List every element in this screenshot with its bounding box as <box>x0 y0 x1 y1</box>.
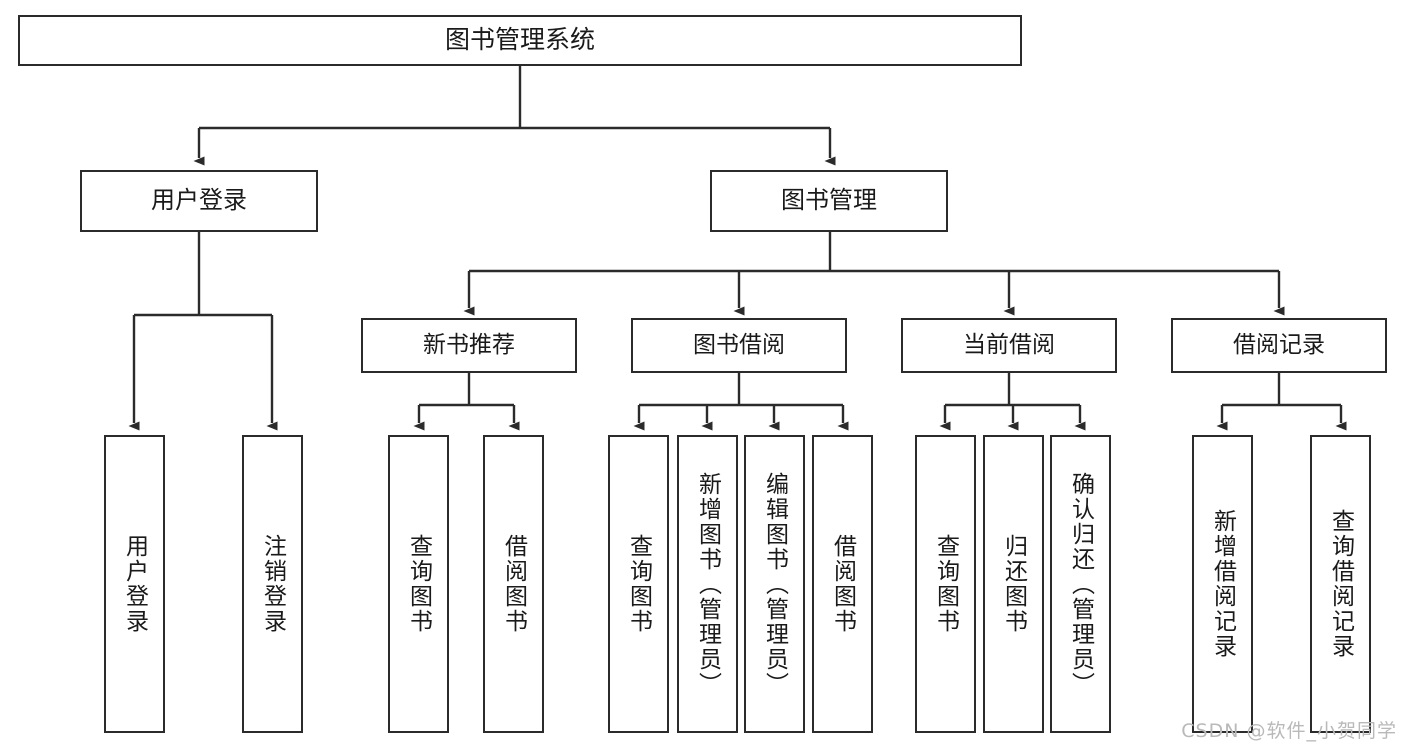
node-current-borrow-label: 当前借阅 <box>963 332 1055 359</box>
node-borrow-record[interactable]: 借阅记录 <box>1171 318 1387 373</box>
node-root-label: 图书管理系统 <box>444 25 595 55</box>
node-leaf-add-book-label: 新增图书（管理员） <box>694 471 721 697</box>
node-leaf-logout-login-label: 注销登录 <box>259 534 286 634</box>
node-leaf-user-login[interactable]: 用户登录 <box>104 435 165 733</box>
node-leaf-borrow-book-1[interactable]: 借阅图书 <box>483 435 544 733</box>
node-user-login-label: 用户登录 <box>151 186 247 215</box>
node-leaf-query-book-1-label: 查询图书 <box>405 534 432 634</box>
node-leaf-borrow-book-2[interactable]: 借阅图书 <box>812 435 873 733</box>
node-borrow-record-label: 借阅记录 <box>1233 332 1325 359</box>
node-leaf-add-book[interactable]: 新增图书（管理员） <box>677 435 738 733</box>
node-leaf-user-login-label: 用户登录 <box>121 534 148 634</box>
node-leaf-add-borrow-record[interactable]: 新增借阅记录 <box>1192 435 1253 733</box>
node-leaf-confirm-return-label: 确认归还（管理员） <box>1067 471 1094 697</box>
node-leaf-query-book-3[interactable]: 查询图书 <box>915 435 976 733</box>
node-leaf-query-book-2-label: 查询图书 <box>625 534 652 634</box>
node-book-borrow[interactable]: 图书借阅 <box>631 318 847 373</box>
node-leaf-query-book-1[interactable]: 查询图书 <box>388 435 449 733</box>
node-new-book-recommend-label: 新书推荐 <box>423 332 515 359</box>
node-leaf-add-borrow-record-label: 新增借阅记录 <box>1209 509 1236 659</box>
node-leaf-query-borrow-record-label: 查询借阅记录 <box>1327 509 1354 659</box>
node-leaf-edit-book[interactable]: 编辑图书（管理员） <box>744 435 805 733</box>
node-leaf-query-book-3-label: 查询图书 <box>932 534 959 634</box>
node-book-management[interactable]: 图书管理 <box>710 170 948 232</box>
node-book-borrow-label: 图书借阅 <box>693 332 785 359</box>
node-leaf-borrow-book-1-label: 借阅图书 <box>500 534 527 634</box>
node-new-book-recommend[interactable]: 新书推荐 <box>361 318 577 373</box>
csdn-watermark: CSDN @软件_小贺同学 <box>1181 720 1397 742</box>
node-leaf-query-book-2[interactable]: 查询图书 <box>608 435 669 733</box>
node-leaf-return-book[interactable]: 归还图书 <box>983 435 1044 733</box>
node-leaf-logout-login[interactable]: 注销登录 <box>242 435 303 733</box>
node-leaf-edit-book-label: 编辑图书（管理员） <box>761 471 788 697</box>
node-user-login[interactable]: 用户登录 <box>80 170 318 232</box>
node-current-borrow[interactable]: 当前借阅 <box>901 318 1117 373</box>
node-leaf-return-book-label: 归还图书 <box>1000 534 1027 634</box>
node-root[interactable]: 图书管理系统 <box>18 15 1022 66</box>
node-leaf-query-borrow-record[interactable]: 查询借阅记录 <box>1310 435 1371 733</box>
node-leaf-borrow-book-2-label: 借阅图书 <box>829 534 856 634</box>
node-book-management-label: 图书管理 <box>781 186 877 215</box>
node-leaf-confirm-return[interactable]: 确认归还（管理员） <box>1050 435 1111 733</box>
